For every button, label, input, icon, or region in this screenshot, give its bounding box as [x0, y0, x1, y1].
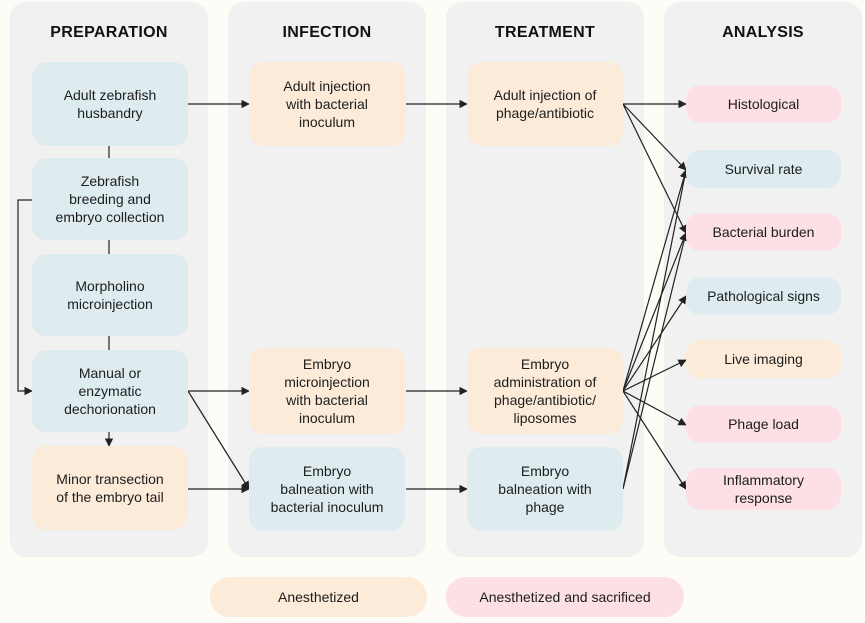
box-bacterial-burden: Bacterial burden — [686, 213, 841, 251]
legend-anesthetized-sacrificed: Anesthetized and sacrificed — [446, 577, 684, 617]
box-embryo-administration: Embryo administration of phage/antibioti… — [467, 348, 623, 434]
box-pathological-signs: Pathological signs — [686, 277, 841, 315]
legend-anesthetized: Anesthetized — [210, 577, 427, 617]
box-tail-transection: Minor transection of the embryo tail — [32, 446, 188, 530]
column-title-infection: INFECTION — [282, 24, 372, 41]
box-breeding-embryo-collection: Zebrafish breeding and embryo collection — [32, 158, 188, 240]
box-dechorionation: Manual or enzymatic dechorionation — [32, 350, 188, 432]
box-adult-injection-phage: Adult injection of phage/antibiotic — [467, 62, 623, 146]
box-adult-injection-bacterial: Adult injection with bacterial inoculum — [249, 62, 405, 146]
box-embryo-balneation-bacterial: Embryo balneation with bacterial inoculu… — [249, 447, 405, 531]
column-title-preparation: PREPARATION — [50, 24, 168, 41]
box-embryo-microinjection-bacterial: Embryo microinjection with bacterial ino… — [249, 348, 405, 434]
box-inflammatory-response: Inflammatory response — [686, 468, 841, 510]
column-title-treatment: TREATMENT — [494, 24, 596, 41]
box-histological: Histological — [686, 85, 841, 123]
box-adult-husbandry: Adult zebrafish husbandry — [32, 62, 188, 146]
box-embryo-balneation-phage: Embryo balneation with phage — [467, 447, 623, 531]
box-survival-rate: Survival rate — [686, 150, 841, 188]
box-phage-load: Phage load — [686, 405, 841, 443]
box-morpholino-microinjection: Morpholino microinjection — [32, 254, 188, 336]
column-title-analysis: ANALYSIS — [722, 24, 804, 41]
box-live-imaging: Live imaging — [686, 340, 841, 378]
